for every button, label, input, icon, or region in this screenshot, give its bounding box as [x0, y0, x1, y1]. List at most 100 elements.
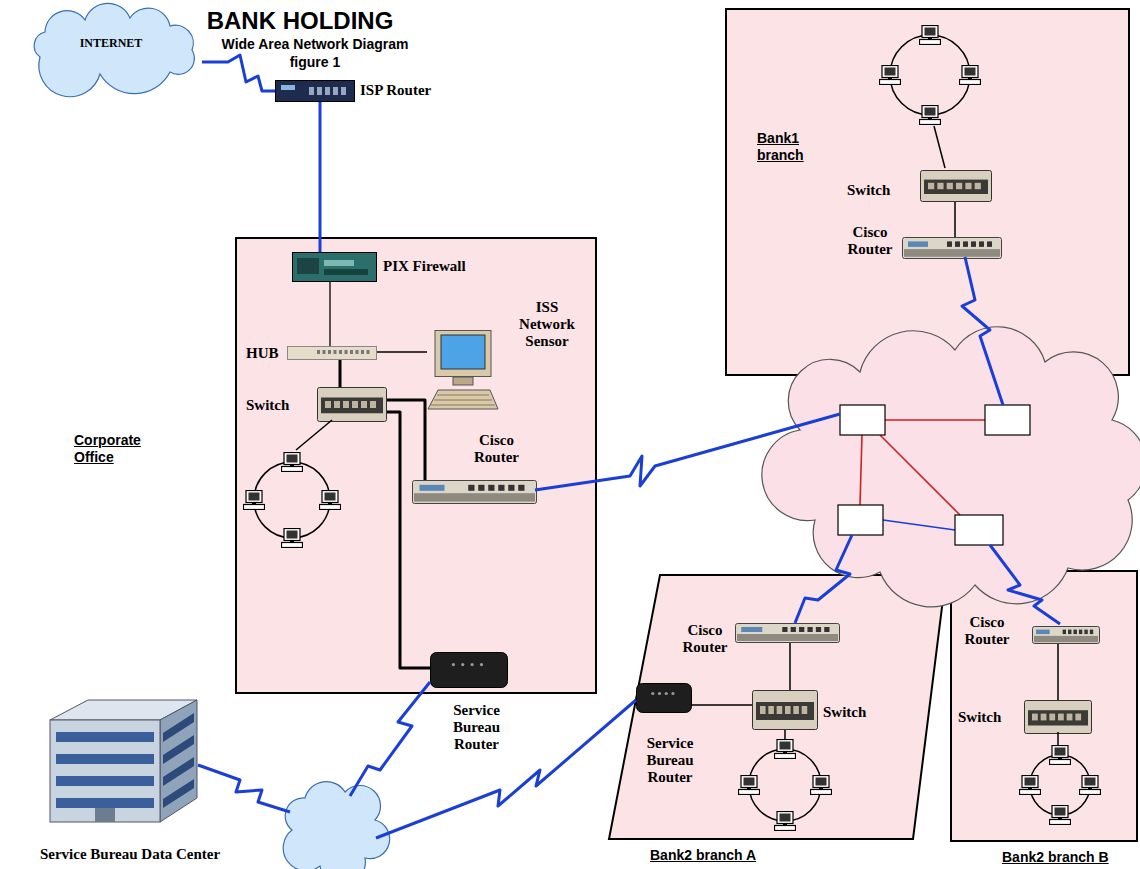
- device-label: Switch: [958, 709, 1023, 726]
- switch-icon: [921, 171, 992, 202]
- wan-mesh: [860, 420, 985, 530]
- device-label: HUB: [246, 345, 286, 362]
- label-box: Corporate Office: [74, 432, 159, 466]
- service-router: Service Bureau Router: [636, 683, 692, 713]
- label-box: Service Bureau Data Center: [0, 846, 260, 863]
- internet-cloud: INTERNET: [20, 12, 202, 78]
- label-box: Bank2 branch A: [650, 847, 850, 864]
- switch-icon: [318, 388, 387, 422]
- sb-icon: [637, 684, 692, 713]
- service-router-shape: [636, 683, 692, 713]
- device-label: Service Bureau Data Center: [0, 846, 260, 863]
- title-box: BANK HOLDING: [170, 8, 430, 34]
- sb-icon: [431, 653, 508, 688]
- label-box: Cisco Router: [957, 614, 1017, 648]
- site-heading: Bank2 branch A: [650, 847, 850, 864]
- label-box: Switch: [246, 397, 311, 414]
- wan-link: [202, 55, 275, 91]
- device-label: Cisco Router: [840, 224, 900, 258]
- switch: Switch: [920, 170, 992, 202]
- router: Cisco Router: [412, 480, 537, 504]
- switch-shape: [1024, 700, 1092, 734]
- device-label: ISS Network Sensor: [507, 299, 587, 350]
- label-box: INTERNET: [20, 36, 202, 50]
- switch-icon: [753, 691, 818, 730]
- branch-region: Bank2 branch ACisco RouterSwitchService …: [608, 574, 948, 840]
- hub: HUB: [287, 346, 377, 360]
- pix-icon: [293, 253, 377, 282]
- router: Cisco Router: [1032, 626, 1100, 644]
- subtitle-box: Wide Area Network Diagram: [200, 36, 430, 53]
- site-heading: Corporate Office: [74, 432, 159, 466]
- device-label: Switch: [823, 704, 888, 721]
- isp-router-shape: [275, 80, 355, 102]
- para-icon: [609, 575, 946, 839]
- device-label: INTERNET: [20, 36, 202, 50]
- isp-icon: [276, 81, 355, 102]
- router: Cisco Router: [902, 237, 1002, 259]
- data-center: Service Bureau Data Center: [50, 698, 198, 823]
- router: Cisco Router: [735, 623, 840, 643]
- device-label: Service Bureau Router: [434, 702, 519, 753]
- branch-region: Bank1 branchSwitchCisco Router: [725, 8, 1130, 376]
- switch-shape: [752, 690, 818, 730]
- device-label: Cisco Router: [957, 614, 1017, 648]
- label-box: ISS Network Sensor: [507, 299, 587, 350]
- router-shape: [1032, 626, 1100, 644]
- router-shape: [902, 237, 1002, 259]
- subtitle: figure 1: [200, 54, 430, 71]
- branch-region: Bank2 branch BCisco RouterSwitch: [950, 570, 1138, 842]
- device-label: Switch: [847, 182, 912, 199]
- label-box: HUB: [246, 345, 286, 362]
- device-label: Cisco Router: [676, 622, 734, 656]
- device-label: PIX Firewall: [383, 258, 503, 275]
- label-box: PIX Firewall: [383, 258, 503, 275]
- office-region: Corporate OfficePIX FirewallHUBISS Netwo…: [235, 237, 597, 694]
- firewall: PIX Firewall: [292, 252, 377, 282]
- sensor-computer: ISS Network Sensor: [427, 330, 499, 410]
- label-box: Cisco Router: [676, 622, 734, 656]
- service-cloud: [283, 782, 389, 869]
- router-icon: [903, 238, 1002, 259]
- hub-icon: [288, 347, 377, 360]
- router-shape: [412, 480, 537, 504]
- label-box: Cisco Router: [464, 432, 529, 466]
- sensor-computer-shape: [427, 330, 499, 410]
- subtitle-box: figure 1: [200, 54, 430, 71]
- device-label: Switch: [246, 397, 311, 414]
- subtitle: Wide Area Network Diagram: [200, 36, 430, 53]
- label-box: Cisco Router: [840, 224, 900, 258]
- device-label: ISP Router: [360, 82, 470, 99]
- switch-icon: [1025, 701, 1092, 734]
- label-box: Service Bureau Router: [434, 702, 519, 753]
- pc-icon: [428, 331, 498, 410]
- building-icon: [50, 700, 197, 822]
- site-heading: Bank2 branch B: [1002, 849, 1137, 866]
- site-heading: Bank1 branch: [757, 130, 837, 164]
- wan-switch-box: [838, 405, 1030, 545]
- switch: Switch: [317, 387, 387, 422]
- data-center-shape: [50, 698, 198, 823]
- wan-link: [319, 102, 322, 252]
- service-router-shape: [430, 652, 508, 688]
- label-box: Switch: [823, 704, 888, 721]
- label-box: Bank2 branch B: [1002, 849, 1137, 866]
- switch-shape: [317, 387, 387, 422]
- device-label: Service Bureau Router: [625, 735, 715, 786]
- label-box: Service Bureau Router: [625, 735, 715, 786]
- router-icon: [736, 624, 840, 643]
- device-label: Cisco Router: [464, 432, 529, 466]
- service-router: Service Bureau Router: [430, 652, 508, 688]
- label-box: Switch: [958, 709, 1023, 726]
- label-box: Bank1 branch: [757, 130, 837, 164]
- router-icon: [1033, 627, 1100, 644]
- isp-router: ISP Router: [275, 80, 355, 102]
- diagram-title: BANK HOLDING: [170, 8, 430, 34]
- router-icon: [413, 481, 537, 504]
- label-box: ISP Router: [360, 82, 470, 99]
- label-box: Switch: [847, 182, 912, 199]
- switch: Switch: [752, 690, 818, 730]
- switch: Switch: [1024, 700, 1092, 734]
- router-shape: [735, 623, 840, 643]
